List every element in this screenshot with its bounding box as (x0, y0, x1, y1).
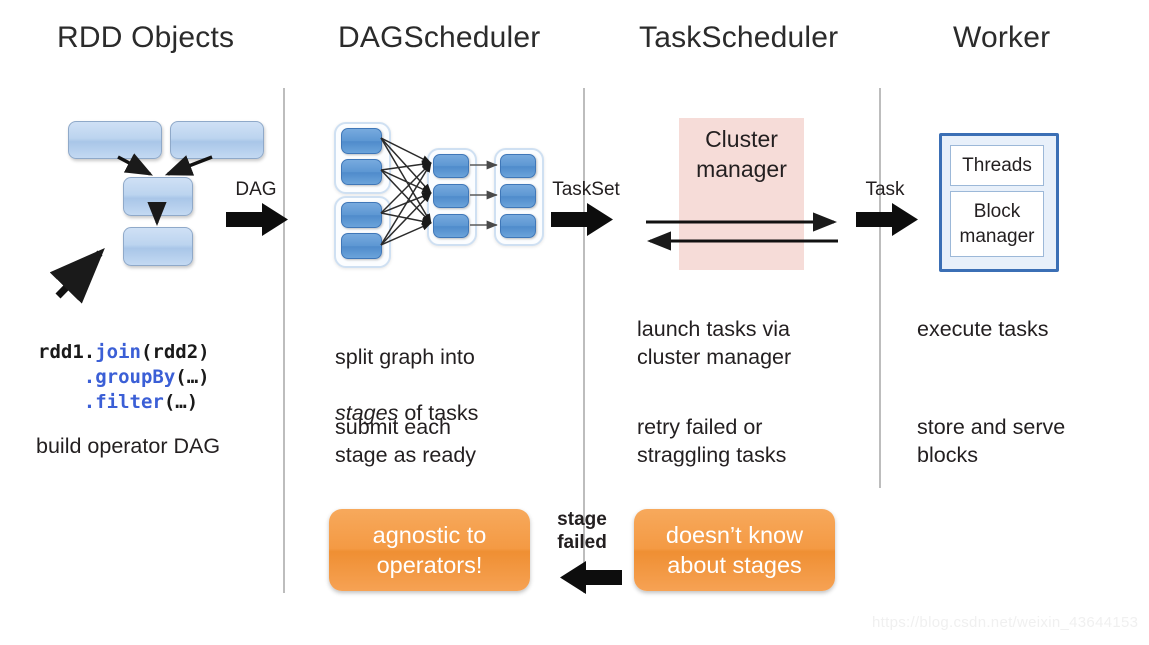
dag-task-cell (500, 154, 536, 178)
rdd-node-b (170, 121, 264, 159)
dag-task-cell (433, 214, 469, 238)
cluster-manager-block (679, 118, 804, 270)
dag-task-cell (341, 159, 382, 185)
rdd-code-block: rdd1.join(rdd2) .groupBy(…) .filter(…) (38, 315, 210, 440)
code-line-3: .filter(…) (83, 391, 199, 413)
note-split-graph-tail: of tasks (398, 401, 479, 425)
code-line-1: rdd1.join(rdd2) (38, 341, 210, 363)
note-split-graph-line1: split graph into (335, 345, 475, 369)
flow-arrow-dag (226, 203, 288, 236)
flow-label-dag: DAG (235, 179, 277, 200)
note-execute-tasks: execute tasks (917, 317, 1049, 341)
note-launch-tasks: launch tasks via cluster manager (637, 317, 792, 369)
code-pointer-arrow (49, 247, 105, 304)
cluster-manager-label: Cluster manager (696, 126, 787, 182)
worker-threads-box: Threads (950, 145, 1044, 186)
rdd-node-a (68, 121, 162, 159)
dag-task-cell (341, 233, 382, 259)
dag-task-cell (433, 184, 469, 208)
column-divider-3 (879, 88, 881, 488)
callout-agnostic-to-operators: agnostic to operators! (329, 509, 530, 591)
flow-arrow-taskset (551, 203, 613, 236)
note-store-serve: store and serve blocks (917, 415, 1066, 467)
column-title-rdd-objects: RDD Objects (57, 21, 235, 54)
watermark: https://blog.csdn.net/weixin_43644153 (872, 614, 1139, 631)
column-divider-2 (583, 88, 585, 593)
column-title-worker: Worker (953, 21, 1051, 54)
flow-label-task: Task (865, 179, 905, 200)
dag-task-cell (500, 184, 536, 208)
worker-block-manager-box: Block manager (950, 191, 1044, 257)
note-retry-failed: retry failed or straggling tasks (637, 415, 787, 467)
note-split-graph-emphasis: stages (335, 401, 399, 425)
column-title-dagscheduler: DAGScheduler (338, 21, 541, 54)
note-split-graph: split graph into stages of tasks (335, 315, 478, 427)
flow-arrow-stage-failed (560, 561, 622, 594)
flow-label-taskset: TaskSet (552, 179, 620, 200)
note-submit-stage: submit each stage as ready (335, 415, 477, 467)
callout-doesnt-know-about-stages: doesn’t know about stages (634, 509, 835, 591)
code-line-2: .groupBy(…) (83, 366, 210, 388)
note-build-operator-dag: build operator DAG (36, 434, 221, 458)
flow-arrow-task (856, 203, 918, 236)
rdd-node-join (123, 177, 193, 216)
dag-task-cell (341, 128, 382, 154)
rdd-node-result (123, 227, 193, 266)
column-title-taskscheduler: TaskScheduler (639, 21, 839, 54)
dag-task-cell (500, 214, 536, 238)
column-divider-1 (283, 88, 285, 593)
dag-task-cell (433, 154, 469, 178)
flow-label-stage-failed: stage failed (557, 509, 607, 553)
dag-task-cell (341, 202, 382, 228)
